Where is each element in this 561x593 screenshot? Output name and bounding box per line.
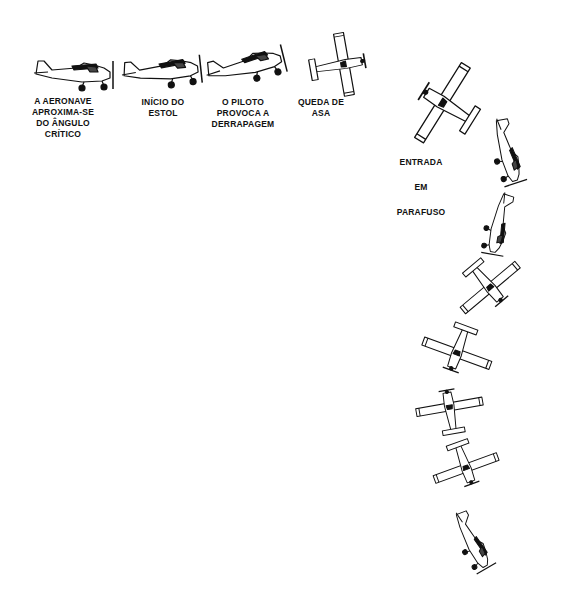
- aircraft-sketches: [34, 30, 529, 575]
- stage-label: O PILOTO PROVOCA A DERRAPAGEM: [210, 97, 276, 130]
- stage-label: ENTRADA EM PARAFUSO: [392, 150, 450, 225]
- stage-label: QUEDA DE ASA: [294, 97, 348, 119]
- stage-label: A AERONAVE APROXIMA-SE DO ÂNGULO CRÍTICO: [28, 96, 98, 140]
- stage-label: INÍCIO DO ESTOL: [136, 97, 190, 119]
